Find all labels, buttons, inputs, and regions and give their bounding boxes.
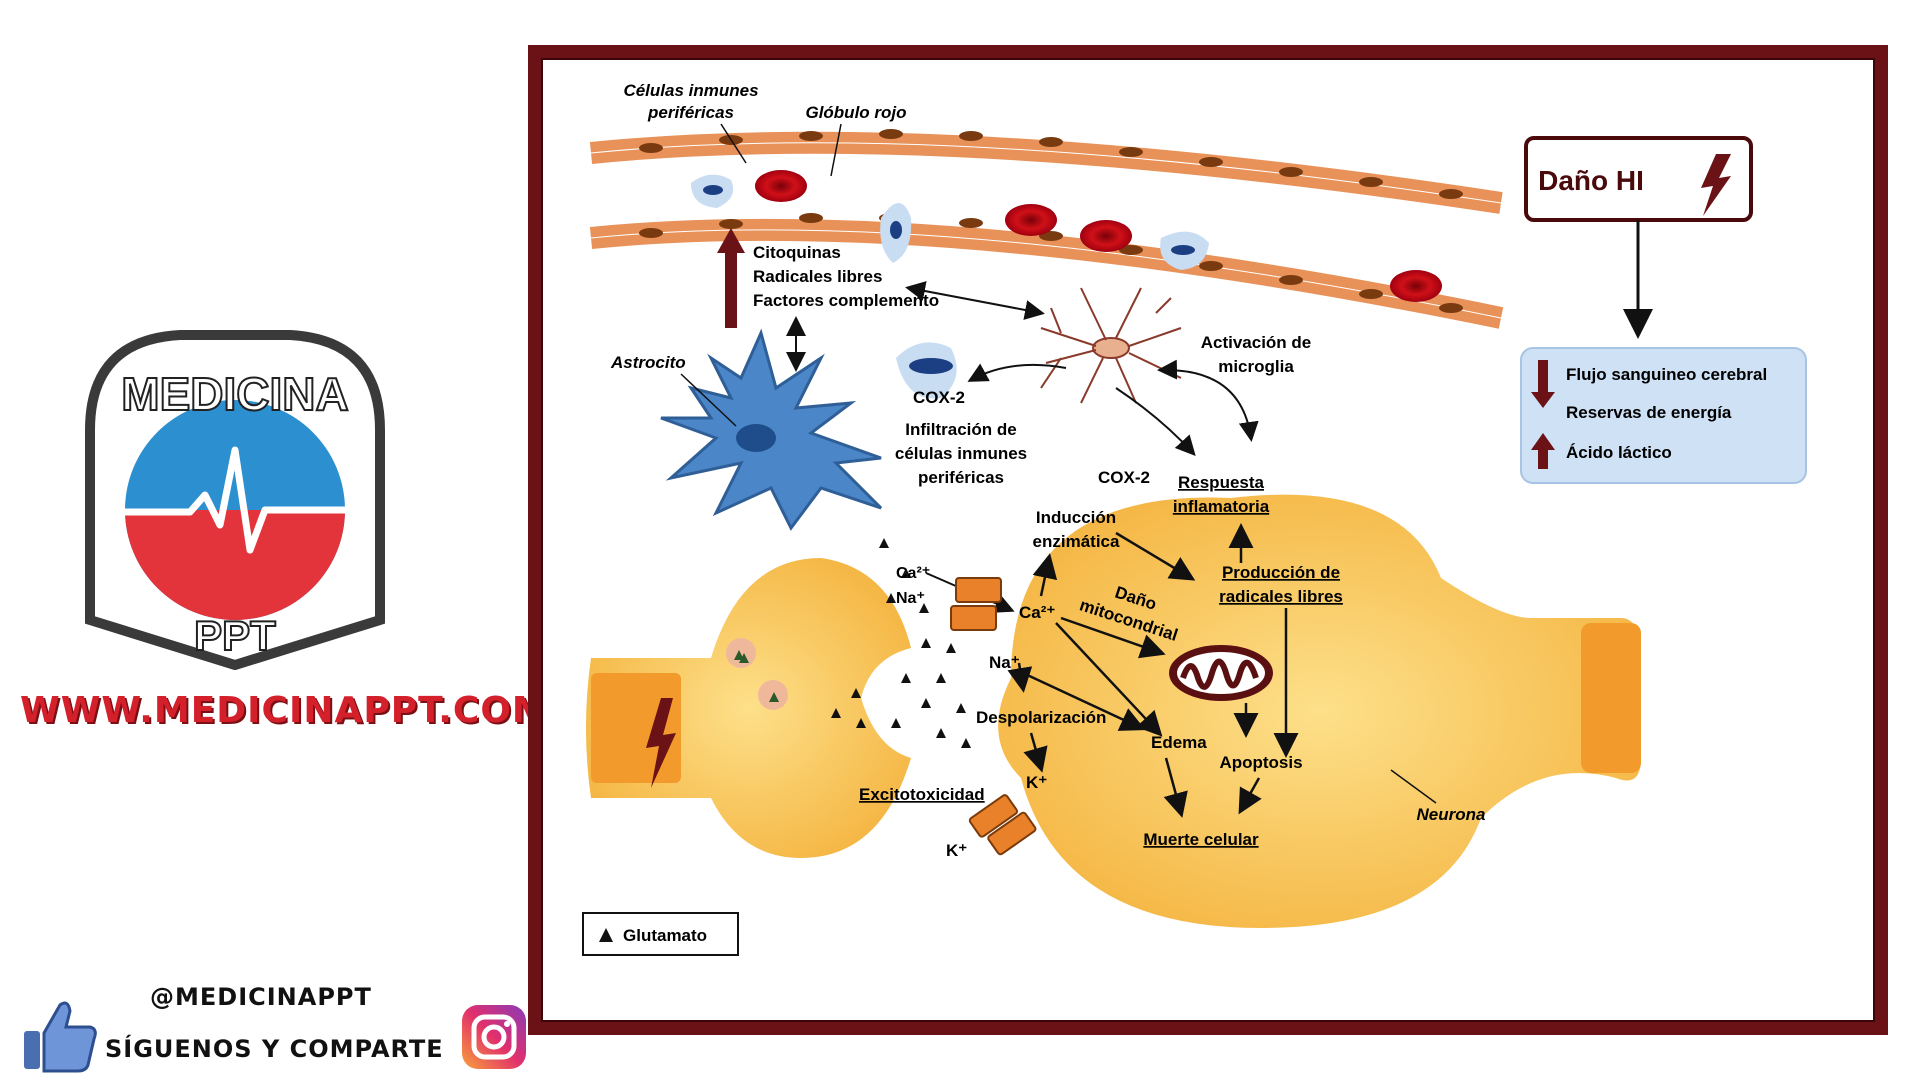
microglia xyxy=(1040,287,1182,404)
label-microglia-2: microglia xyxy=(1218,357,1294,376)
red-blood-cell xyxy=(755,170,807,202)
postsynaptic-neuron xyxy=(998,494,1641,928)
red-blood-cell xyxy=(1080,220,1132,252)
label-inflammatory-2: inflamatoria xyxy=(1173,497,1270,516)
social-block: @MEDICINAPPT SÍGUENOS Y COMPARTE xyxy=(20,975,540,1075)
instagram-icon[interactable] xyxy=(460,1003,528,1071)
legend: Glutamato xyxy=(582,912,739,956)
signal-cytokines: Citoquinas xyxy=(753,243,841,262)
lightning-icon xyxy=(646,698,676,788)
label-na-intracellular: Na⁺ xyxy=(989,653,1020,672)
release-arrow-icon xyxy=(725,248,737,328)
label-cell-death: Muerte celular xyxy=(1143,830,1259,849)
label-enzymatic-1: Inducción xyxy=(1036,508,1116,527)
presynaptic-neuron xyxy=(586,558,911,858)
label-cox2: COX-2 xyxy=(913,388,965,407)
label-ca-ion: Ca²⁺ xyxy=(896,565,930,582)
logo-bottom-text: PPT xyxy=(194,612,276,659)
effect-blood-flow: Flujo sanguineo cerebral xyxy=(1566,365,1767,384)
effect-lactic-acid: Ácido láctico xyxy=(1566,443,1672,462)
label-astrocyte: Astrocito xyxy=(610,353,686,372)
label-microglia-1: Activación de xyxy=(1201,333,1312,352)
effect-energy: Reservas de energía xyxy=(1566,403,1732,422)
label-peripheral-immune-1: Células inmunes xyxy=(623,81,758,100)
down-arrow-icon xyxy=(1538,360,1548,392)
brand-panel: MEDICINA PPT WWW.MEDICINAPPT.COM @MEDICI… xyxy=(0,0,549,1080)
glutamate-molecules xyxy=(831,538,971,748)
website-url[interactable]: WWW.MEDICINAPPT.COM xyxy=(20,690,549,731)
red-blood-cell xyxy=(1390,270,1442,302)
astrocyte xyxy=(660,328,883,531)
label-hi-damage: Daño HI xyxy=(1538,165,1644,196)
social-handle[interactable]: @MEDICINAPPT xyxy=(150,983,372,1011)
up-arrow-icon xyxy=(1531,433,1555,450)
label-infiltration-2: células inmunes xyxy=(895,444,1027,463)
label-enzymatic-2: enzimática xyxy=(1033,532,1120,551)
label-ca-intracellular: Ca²⁺ xyxy=(1019,603,1055,622)
label-inflammatory-1: Respuesta xyxy=(1178,473,1265,492)
label-infiltration-1: Infiltración de xyxy=(905,420,1016,439)
label-neuron: Neurona xyxy=(1417,805,1486,824)
label-k-extracellular: K⁺ xyxy=(946,841,967,860)
diagram-frame: Células inmunes periféricas Glóbulo rojo… xyxy=(528,45,1888,1035)
mitochondrion xyxy=(1169,645,1273,701)
follow-text: SÍGUENOS Y COMPARTE xyxy=(105,1035,444,1063)
label-na-ion: Na⁺ xyxy=(896,590,925,607)
lightning-icon xyxy=(1701,154,1731,216)
label-radicals-2: radicales libres xyxy=(1219,587,1343,606)
glutamate-triangle-icon xyxy=(599,928,613,942)
label-k-intracellular: K⁺ xyxy=(1026,773,1047,792)
hi-damage-box: Daño HI xyxy=(1524,136,1753,222)
hypoxic-ischemic-diagram: Células inmunes periféricas Glóbulo rojo… xyxy=(582,81,1807,956)
label-cox2-neuron: COX-2 xyxy=(1098,468,1150,487)
label-depolarization: Despolarización xyxy=(976,708,1106,727)
effects-box: Flujo sanguineo cerebral Reservas de ene… xyxy=(1520,347,1807,484)
label-apoptosis: Apoptosis xyxy=(1219,753,1302,772)
medicinappt-logo: MEDICINA PPT xyxy=(85,330,385,670)
label-infiltration-3: periféricas xyxy=(918,468,1004,487)
label-excitotoxicity: Excitotoxicidad xyxy=(859,785,985,804)
blood-vessel xyxy=(589,129,1504,329)
like-thumb-icon[interactable] xyxy=(20,995,100,1075)
legend-glutamate: Glutamato xyxy=(623,926,707,945)
red-blood-cell xyxy=(1005,204,1057,236)
signal-complement: Factores complemento xyxy=(753,291,939,310)
label-radicals-1: Producción de xyxy=(1222,563,1340,582)
label-edema: Edema xyxy=(1151,733,1207,752)
logo-top-text: MEDICINA xyxy=(121,368,348,420)
potassium-channel xyxy=(968,794,1037,856)
signal-free-radicals: Radicales libres xyxy=(753,267,882,286)
ion-channel xyxy=(950,577,1002,631)
label-red-cell: Glóbulo rojo xyxy=(805,103,906,122)
label-peripheral-immune-2: periféricas xyxy=(647,103,734,122)
